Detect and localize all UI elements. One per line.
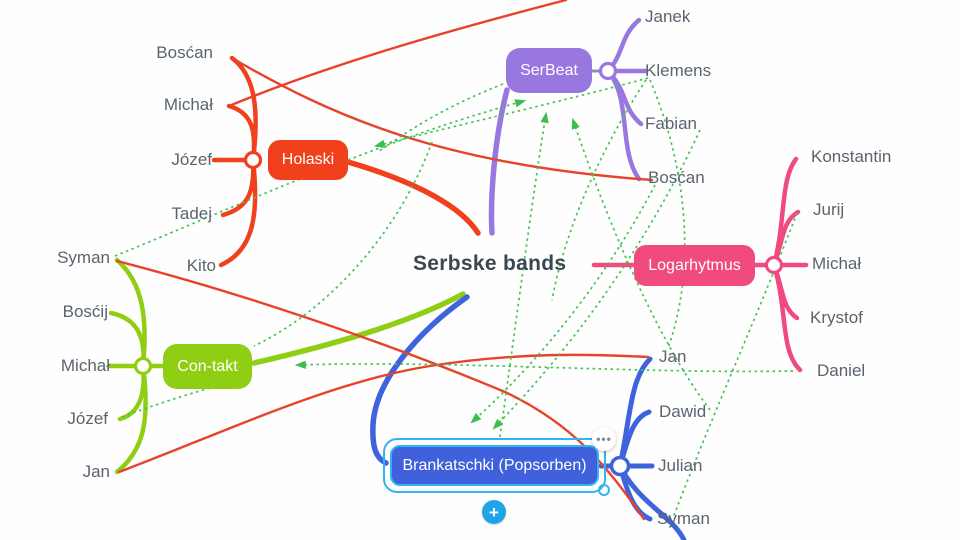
member-label[interactable]: Bosćan	[156, 43, 213, 62]
branch-brankatschki	[370, 294, 470, 466]
crosslink	[373, 77, 649, 148]
bracket-serbeat	[605, 17, 649, 182]
crosslink-lines	[114, 77, 798, 519]
relationship-lines	[115, 0, 654, 521]
member-label[interactable]: Bosćan	[648, 168, 705, 187]
relationship-michal	[227, 0, 568, 108]
crosslink	[551, 79, 647, 301]
crosslink	[294, 360, 794, 373]
member-label[interactable]: Józef	[67, 409, 108, 428]
member-label[interactable]: Michał	[60, 356, 110, 375]
node-logarhytmus[interactable]: Logarhytmus	[634, 245, 755, 286]
member-label[interactable]: Michał	[163, 95, 213, 114]
member-label[interactable]: Józef	[171, 150, 212, 169]
crosslink	[114, 99, 527, 257]
crosslink	[377, 83, 504, 153]
branch-contakt	[251, 291, 466, 366]
add-child-button[interactable]: +	[482, 500, 506, 524]
member-label[interactable]: Daniel	[817, 361, 866, 380]
connector-holaski[interactable]	[243, 150, 263, 170]
node-menu-button[interactable]: •••	[592, 427, 616, 451]
crosslink	[672, 212, 798, 519]
member-label[interactable]: Dawid	[659, 402, 707, 421]
relationship-jan	[117, 353, 650, 474]
crosslink	[499, 111, 549, 438]
member-label[interactable]: Bosćij	[62, 302, 108, 321]
member-label[interactable]: Julian	[658, 456, 703, 475]
member-label[interactable]: Fabian	[645, 114, 697, 133]
connector-logarhytmus[interactable]	[764, 255, 784, 275]
crosslink	[470, 184, 656, 424]
member-label[interactable]: Konstantin	[811, 147, 892, 166]
member-label[interactable]: Jan	[82, 462, 110, 481]
member-label[interactable]: Krystof	[810, 308, 863, 327]
connector-brankatschki[interactable]	[609, 455, 631, 477]
member-label[interactable]: Jan	[659, 347, 687, 366]
member-label[interactable]: Kito	[186, 256, 216, 275]
member-label[interactable]: Janek	[645, 7, 691, 26]
member-label[interactable]: Klemens	[645, 61, 712, 80]
relationship-syman	[115, 259, 646, 521]
crosslink	[649, 79, 686, 349]
member-label[interactable]: Syman	[57, 248, 110, 267]
member-label[interactable]: Jurij	[813, 200, 845, 219]
crosslink	[492, 129, 701, 430]
connectors	[133, 61, 784, 496]
selection-ring	[383, 438, 606, 493]
member-label[interactable]: Syman	[657, 509, 710, 528]
node-holaski[interactable]: Holaski	[268, 140, 348, 180]
root-node[interactable]: Serbske bands	[413, 252, 567, 275]
member-label[interactable]: Michał	[812, 254, 862, 273]
relationship-boscan	[230, 56, 654, 182]
crosslink	[121, 387, 211, 418]
connector-contakt[interactable]	[133, 356, 153, 376]
connector-serbeat[interactable]	[598, 61, 618, 81]
node-brankatschki[interactable]: Brankatschki (Popsorben)	[390, 445, 599, 486]
branch-holaski	[345, 159, 481, 236]
member-label[interactable]: Tadej	[171, 204, 212, 223]
crosslink	[253, 141, 433, 347]
node-serbeat[interactable]: SerBeat	[506, 48, 592, 93]
node-contakt[interactable]: Con-takt	[163, 344, 252, 389]
